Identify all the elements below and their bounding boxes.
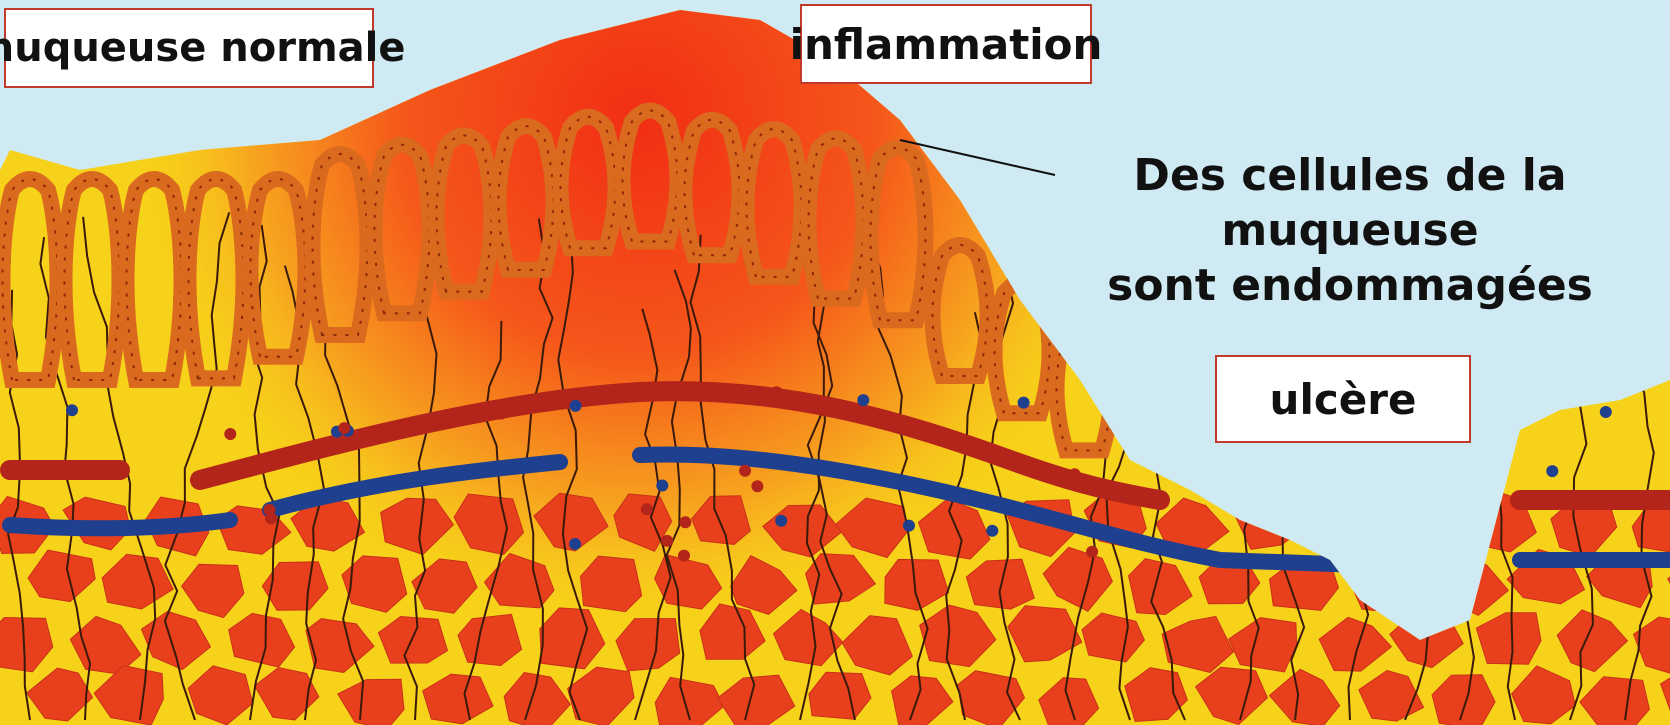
cell-dot — [661, 535, 673, 547]
cell-dot — [495, 408, 507, 420]
cell-dot — [570, 400, 582, 412]
cell-dot — [224, 428, 236, 440]
cell-dot — [265, 512, 277, 524]
cell-dot — [751, 480, 763, 492]
cell-dot — [1086, 546, 1098, 558]
cell-dot — [986, 525, 998, 537]
cell-dot — [678, 550, 690, 562]
cell-dot — [1546, 465, 1558, 477]
cell-dot — [903, 520, 915, 532]
label-damaged-cells-line1: Des cellules de la muqueuse — [1050, 148, 1650, 258]
cell-dot — [1568, 493, 1580, 505]
cell-dot — [857, 394, 869, 406]
label-damaged-cells-line2: sont endommagées — [1050, 258, 1650, 313]
label-normal-mucosa: muqueuse normale — [4, 8, 374, 88]
cell-dot — [775, 515, 787, 527]
cell-dot — [656, 480, 668, 492]
cell-dot — [679, 516, 691, 528]
label-ulcer: ulcère — [1215, 355, 1471, 443]
label-damaged-cells: Des cellules de la muqueuse sont endomma… — [1050, 148, 1650, 313]
cell-dot — [1069, 468, 1081, 480]
cell-dot — [338, 422, 350, 434]
cell-dot — [1018, 397, 1030, 409]
cell-dot — [771, 386, 783, 398]
cell-dot — [739, 465, 751, 477]
cell-dot — [641, 503, 653, 515]
cell-dot — [569, 538, 581, 550]
cell-dot — [66, 404, 78, 416]
cell-dot — [1600, 406, 1612, 418]
label-inflammation: inflammation — [800, 4, 1092, 84]
